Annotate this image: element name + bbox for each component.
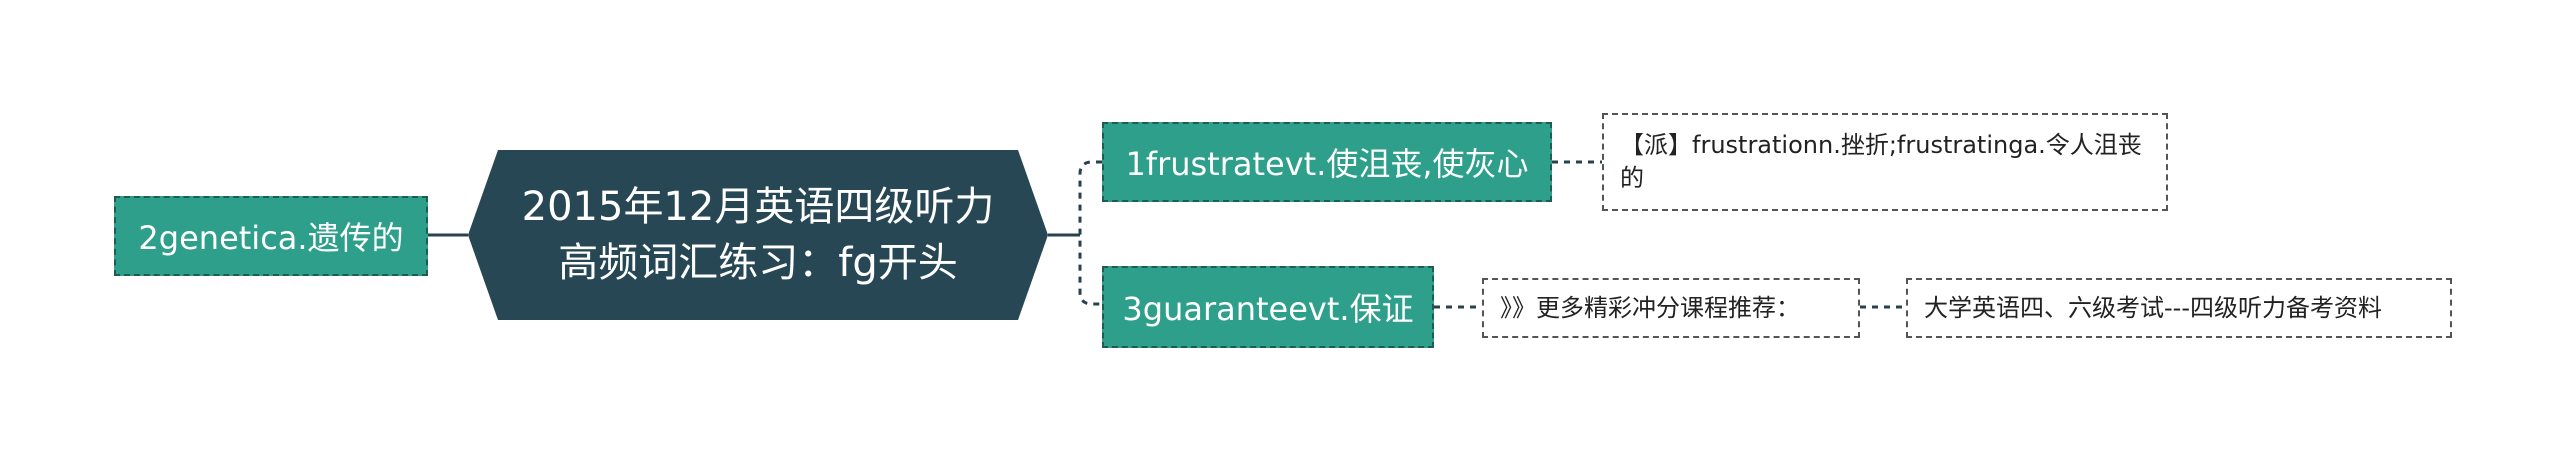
leaf-frustrate-derivatives[interactable]: 【派】frustrationn.挫折;frustratinga.令人沮丧的 bbox=[1602, 113, 2168, 211]
topic-genetic-label: 2genetica.遗传的 bbox=[138, 219, 404, 257]
topic-frustrate-label: 1frustratevt.使沮丧,使灰心 bbox=[1125, 145, 1529, 183]
leaf-course-recommendation[interactable]: 》》更多精彩冲分课程推荐： bbox=[1482, 278, 1860, 338]
central-topic-shape bbox=[468, 150, 1048, 320]
leaf-listening-materials-text: 大学英语四、六级考试---四级听力备考资料 bbox=[1924, 293, 2382, 322]
connector-right-bracket bbox=[1078, 160, 1102, 306]
leaf-course-recommendation-text: 》》更多精彩冲分课程推荐： bbox=[1500, 293, 1800, 322]
topic-guarantee[interactable]: 3guaranteevt.保证 bbox=[1102, 266, 1434, 348]
central-topic[interactable]: 2015年12月英语四级听力 高频词汇练习：fg开头 bbox=[468, 150, 1048, 320]
leaf-listening-materials[interactable]: 大学英语四、六级考试---四级听力备考资料 bbox=[1906, 278, 2452, 338]
leaf-frustrate-derivatives-text: 【派】frustrationn.挫折;frustratinga.令人沮丧的 bbox=[1620, 131, 2142, 192]
topic-genetic[interactable]: 2genetica.遗传的 bbox=[114, 196, 428, 276]
topic-frustrate[interactable]: 1frustratevt.使沮丧,使灰心 bbox=[1102, 122, 1552, 202]
central-topic-title: 2015年12月英语四级听力 高频词汇练习：fg开头 bbox=[521, 184, 995, 286]
topic-guarantee-label: 3guaranteevt.保证 bbox=[1122, 290, 1414, 328]
